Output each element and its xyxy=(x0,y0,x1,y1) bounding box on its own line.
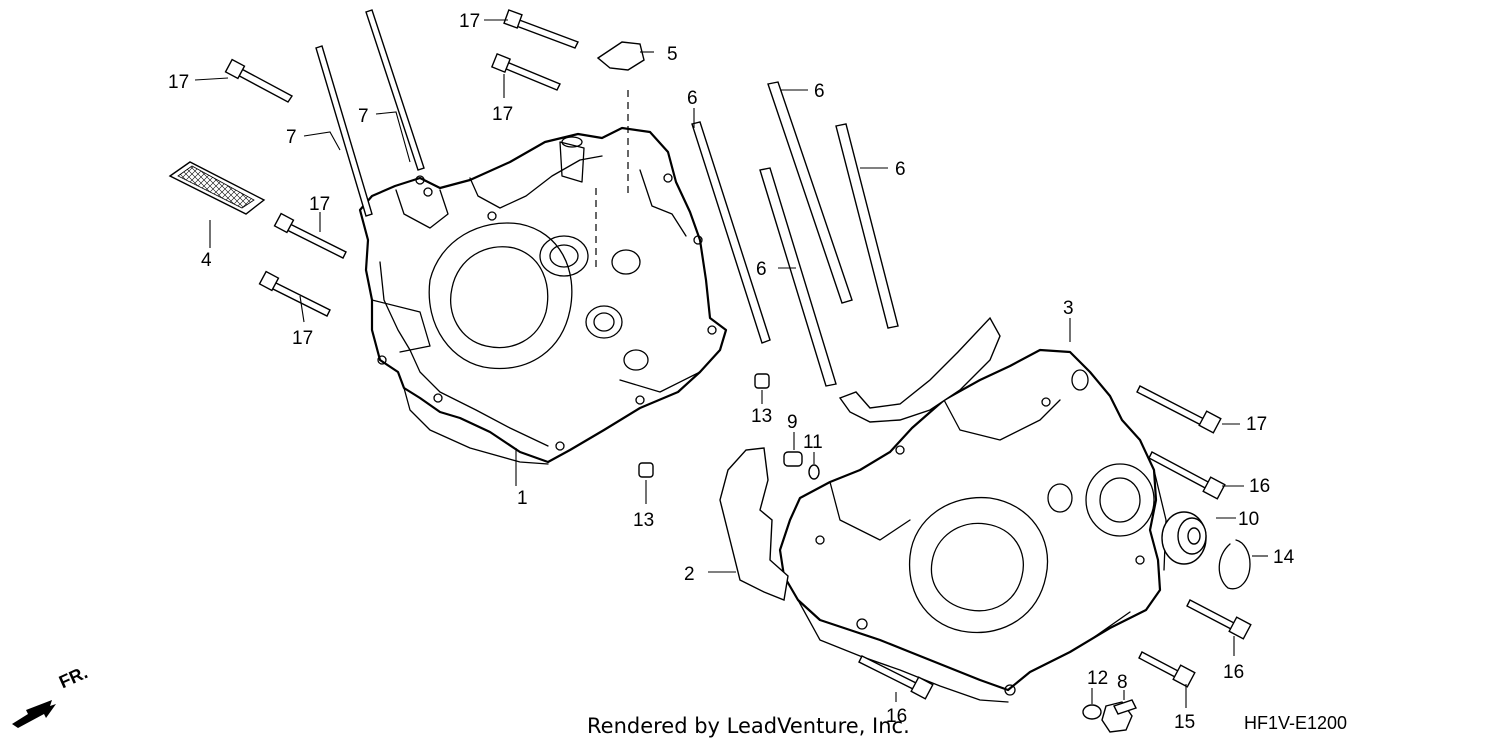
callout-label: 2 xyxy=(684,564,695,585)
sealing-washer xyxy=(1082,704,1102,720)
callout-label: 3 xyxy=(1063,298,1074,319)
crankcase-gasket xyxy=(719,316,1001,601)
callout-label: 16 xyxy=(886,706,907,727)
callout-label: 15 xyxy=(1174,712,1195,733)
circlip xyxy=(1218,539,1251,590)
callout-label: 17 xyxy=(1246,414,1267,435)
stud-bolts-6 xyxy=(691,81,899,387)
callout-label: 13 xyxy=(751,406,772,427)
callout-label: 17 xyxy=(309,194,330,215)
callout-label: 6 xyxy=(895,159,906,180)
callout-label: 17 xyxy=(168,72,189,93)
callout-label: 6 xyxy=(756,259,767,280)
clamp xyxy=(596,41,645,71)
flange-bolts xyxy=(224,9,1252,700)
callout-label: 5 xyxy=(667,44,678,65)
collar xyxy=(783,451,803,467)
oil-strainer-screen xyxy=(168,161,266,215)
callout-label: 1 xyxy=(517,488,528,509)
callout-label: 11 xyxy=(803,432,823,453)
callout-label: 7 xyxy=(286,127,297,148)
front-direction-arrow-icon xyxy=(12,700,56,728)
callout-label: 6 xyxy=(814,81,825,102)
bearing xyxy=(1161,511,1207,565)
callout-label: 16 xyxy=(1249,476,1270,497)
callout-label: 17 xyxy=(492,104,513,125)
o-ring xyxy=(808,464,820,480)
left-crankcase xyxy=(358,126,728,465)
drain-bolt xyxy=(1101,699,1137,733)
callout-label: 17 xyxy=(292,328,313,349)
right-crankcase xyxy=(778,348,1167,703)
dowel-pin xyxy=(638,462,654,478)
stud-bolts-7 xyxy=(315,9,425,217)
callout-label: 9 xyxy=(787,412,798,433)
callout-label: 8 xyxy=(1117,672,1128,693)
callout-label: 12 xyxy=(1087,668,1108,689)
callout-label: 6 xyxy=(687,88,698,109)
callouts: 1 2 3 4 5 6 6 6 6 7 7 8 9 10 11 12 13 13… xyxy=(168,11,1295,733)
callout-label: 7 xyxy=(358,106,369,127)
callout-label: 13 xyxy=(633,510,654,531)
leader-lines xyxy=(194,19,1268,708)
callout-label: 17 xyxy=(459,11,480,32)
diagram-code: HF1V-E1200 xyxy=(1244,713,1348,733)
callout-label: 16 xyxy=(1223,662,1244,683)
dowel-pin xyxy=(754,373,770,389)
callout-label: 14 xyxy=(1273,547,1295,568)
callout-label: 4 xyxy=(201,250,212,271)
callout-label: 10 xyxy=(1238,509,1259,530)
render-credit: Rendered by LeadVenture, Inc. xyxy=(587,714,910,738)
